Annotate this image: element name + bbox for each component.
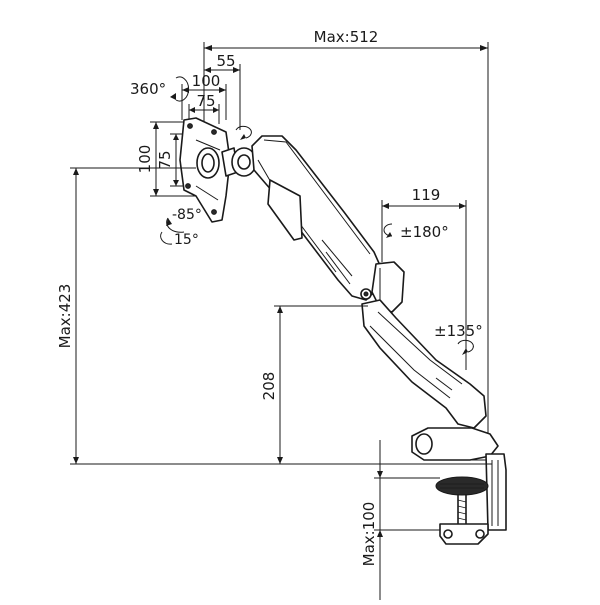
vesa-75-vertical-label: 75	[156, 150, 174, 169]
swivel-180-label: ±180°	[400, 223, 449, 241]
swivel-180-indicator: ±180°	[383, 223, 449, 241]
max-reach-label: Max:512	[314, 28, 379, 46]
max-height-dimension: Max:423	[56, 167, 492, 465]
arm-119-label: 119	[412, 186, 441, 204]
rotate-360-label: 360°	[130, 80, 166, 98]
vesa-75-horizontal-label: 75	[196, 92, 215, 110]
tilt-indicator: -85° 15°	[160, 207, 202, 248]
vesa-100-horizontal-label: 100	[192, 72, 221, 90]
pole-height-label: 208	[260, 372, 278, 401]
arm-119-dimension: 119	[381, 186, 467, 370]
offset-55-dimension: 55	[204, 52, 241, 130]
clamp-max-dimension: Max:100	[360, 440, 440, 600]
desk-base	[411, 427, 507, 531]
offset-55-label: 55	[216, 52, 235, 70]
head-joint	[221, 125, 257, 177]
desk-clamp	[435, 476, 489, 545]
gas-spring-arm	[251, 135, 383, 301]
max-reach-dimension: Max:512	[203, 28, 489, 440]
swivel-135-label: ±135°	[434, 322, 483, 340]
swivel-135-indicator: ±135°	[434, 322, 483, 355]
clamp-max-label: Max:100	[360, 502, 378, 567]
vesa-plate	[179, 117, 231, 223]
vesa-100-vertical-label: 100	[136, 145, 154, 174]
max-height-label: Max:423	[56, 284, 74, 349]
tilt-up-label: 15°	[174, 232, 199, 248]
lower-arm	[361, 299, 487, 429]
rotate-360-indicator: 360°	[130, 76, 190, 102]
tilt-down-label: -85°	[172, 207, 202, 223]
pole-height-dimension: 208	[260, 305, 368, 464]
